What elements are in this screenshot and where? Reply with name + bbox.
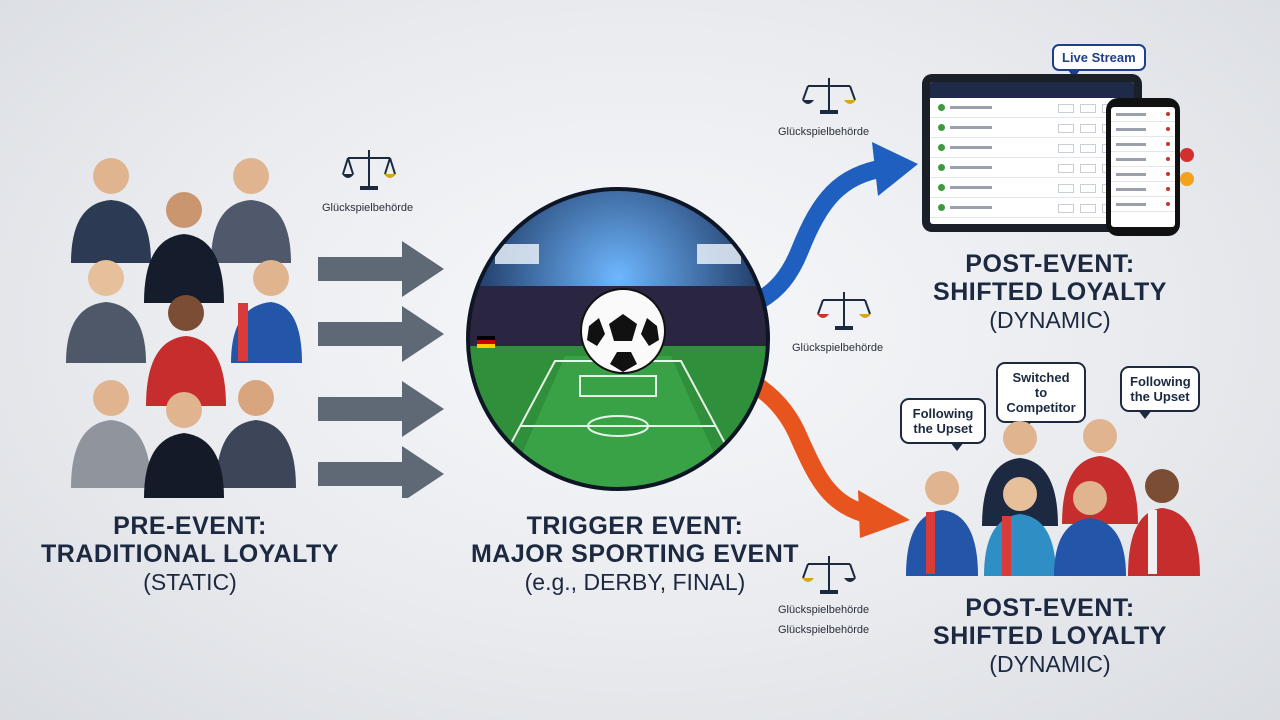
scales-icon [802, 556, 856, 594]
pre-event-crowd [66, 158, 302, 498]
regulator-label-top: Glückspielbehörde [778, 126, 870, 138]
regulator-label-bottom-1: Glückspielbehörde [778, 604, 870, 616]
post-digital-caption: POST-EVENT: SHIFTED LOYALTY (DYNAMIC) [900, 250, 1200, 334]
post-digital-line2: SHIFTED LOYALTY [933, 278, 1167, 306]
soccer-ball [580, 288, 666, 374]
pre-event-line1: PRE-EVENT: [113, 512, 267, 540]
front-row [906, 469, 1200, 576]
tablet-screen [930, 82, 1134, 224]
regulator-label-left: Glückspielbehörde [322, 202, 414, 214]
arrow-2 [318, 306, 444, 362]
trigger-line3: (e.g., DERBY, FINAL) [524, 569, 746, 595]
speech-bubble-switched: Switched to Competitor [996, 362, 1086, 430]
live-stream-badge: Live Stream [1052, 44, 1146, 78]
forward-arrows [318, 241, 444, 498]
arrow-1 [318, 241, 444, 297]
fan-row-2 [66, 260, 302, 406]
phone-device [1106, 98, 1180, 236]
pre-event-caption: PRE-EVENT: TRADITIONAL LOYALTY (STATIC) [20, 512, 360, 596]
notification-dot-red [1180, 148, 1194, 162]
post-digital-line1: POST-EVENT: [965, 250, 1135, 278]
scales-icon [802, 78, 856, 114]
arrow-4 [318, 446, 444, 498]
scales-icon [817, 292, 871, 330]
post-event-crowd [906, 419, 1200, 576]
stadium-scene [466, 187, 770, 491]
fan-row-3 [71, 380, 296, 498]
tablet-device [922, 74, 1142, 232]
pre-event-line2: TRADITIONAL LOYALTY [41, 540, 339, 568]
blue-arrowhead [872, 142, 918, 196]
arrow-3 [318, 381, 444, 437]
trigger-caption: TRIGGER EVENT: MAJOR SPORTING EVENT (e.g… [470, 512, 800, 596]
regulator-label-mid: Glückspielbehörde [792, 342, 884, 354]
post-fans-line3: (DYNAMIC) [989, 651, 1111, 677]
post-digital-line3: (DYNAMIC) [989, 307, 1111, 333]
post-fans-caption: POST-EVENT: SHIFTED LOYALTY (DYNAMIC) [900, 594, 1200, 678]
post-fans-line2: SHIFTED LOYALTY [933, 622, 1167, 650]
notification-dot-orange [1180, 172, 1194, 186]
orange-arrowhead [858, 490, 910, 538]
phone-screen [1111, 107, 1175, 227]
post-fans-line1: POST-EVENT: [965, 594, 1135, 622]
tablet-header-bar [930, 82, 1134, 98]
regulator-label-bottom-2: Glückspielbehörde [778, 624, 870, 636]
back-row [982, 419, 1138, 526]
pre-event-line3: (STATIC) [143, 569, 237, 595]
trigger-line1: TRIGGER EVENT: [526, 512, 744, 540]
trigger-line2: MAJOR SPORTING EVENT [470, 540, 800, 568]
speech-bubble-following-2: Following the Upset [1120, 366, 1200, 419]
scales-icon [342, 150, 396, 190]
fan-row-1 [71, 158, 291, 303]
speech-bubble-following: Following the Upset [900, 398, 986, 451]
